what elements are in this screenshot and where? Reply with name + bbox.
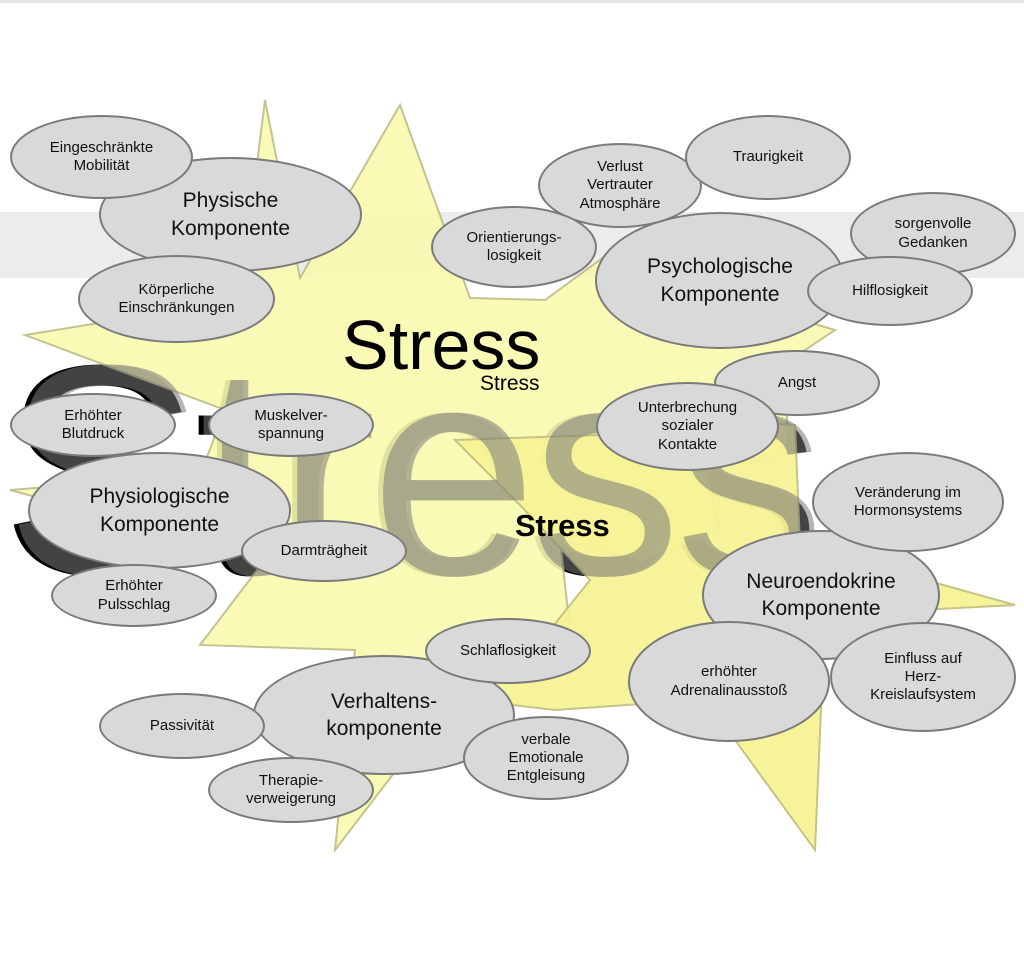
erhoehter-blutdruck-bubble: Erhöhter Blutdruck <box>10 393 176 457</box>
darmtraegheit-bubble: Darmträgheit <box>241 520 407 582</box>
stress-title-bold: Stress <box>515 508 610 543</box>
physische-komponente-bubble: Physische Komponente <box>99 157 362 272</box>
stress-title-large: Stress <box>342 306 541 384</box>
erhoehter-pulsschlag-bubble: Erhöhter Pulsschlag <box>51 564 217 627</box>
orientierungslosigkeit-bubble: Orientierungs- losigkeit <box>431 206 597 288</box>
top-border <box>0 0 1024 3</box>
unterbrechung-sozialer-kontakte-bubble: Unterbrechung sozialer Kontakte <box>596 382 779 471</box>
muskelverspannung-bubble: Muskelver- spannung <box>208 393 374 457</box>
stress-title-small: Stress <box>480 372 540 395</box>
schlaflosigkeit-bubble: Schlaflosigkeit <box>425 618 591 684</box>
erhoehter-adrenalinausstoss-bubble: erhöhter Adrenalinausstoß <box>628 621 830 742</box>
hilflosigkeit-bubble: Hilflosigkeit <box>807 256 973 326</box>
therapieverweigerung-bubble: Therapie- verweigerung <box>208 757 374 823</box>
veraenderung-hormonsystem-bubble: Veränderung im Hormonsystems <box>812 452 1004 552</box>
koerperliche-einschraenkungen-bubble: Körperliche Einschränkungen <box>78 255 275 343</box>
psychologische-komponente-bubble: Psychologische Komponente <box>595 212 845 349</box>
traurigkeit-bubble: Traurigkeit <box>685 115 851 200</box>
eingeschraenkte-mobilitaet-bubble: Eingeschränkte Mobilität <box>10 115 193 199</box>
einfluss-herz-kreislaufsystem-bubble: Einfluss auf Herz- Kreislaufsystem <box>830 622 1016 732</box>
verbale-emotionale-entgleisung-bubble: verbale Emotionale Entgleisung <box>463 716 629 800</box>
passivitaet-bubble: Passivität <box>99 693 265 759</box>
